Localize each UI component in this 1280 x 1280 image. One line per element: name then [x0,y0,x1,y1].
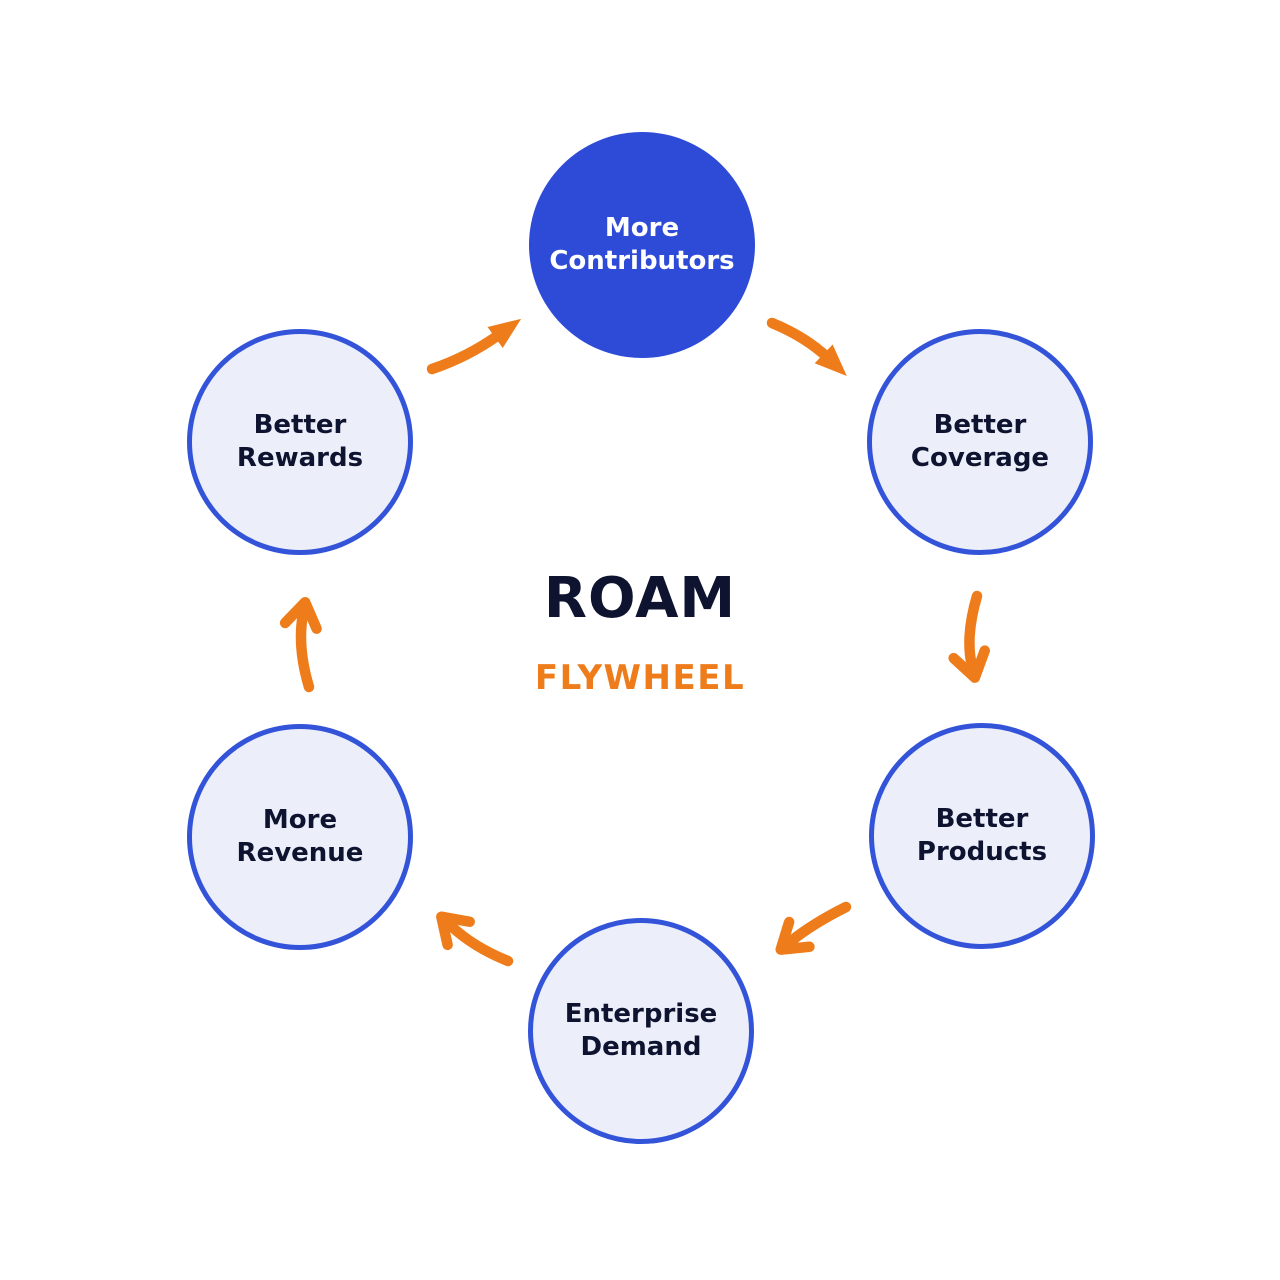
node-label-line: Revenue [236,838,364,868]
node-better-rewards: Better Rewards [187,329,413,555]
node-more-contributors: More Contributors [529,132,755,358]
arrow-rewards-to-contributors [426,318,522,375]
arrow-revenue-to-rewards [279,596,322,693]
arrow-products-to-demand [775,901,852,955]
node-more-revenue: More Revenue [187,724,413,950]
diagram-subtitle: FLYWHEEL [534,658,746,698]
diagram-title: ROAM [543,566,737,631]
node-better-coverage: Better Coverage [867,329,1093,555]
arrow-demand-to-revenue [436,911,514,967]
node-label-line: Better [933,409,1027,440]
node-label-line: Better [253,409,347,440]
arrow-coverage-to-products [948,590,990,683]
node-label-line: Better [935,803,1029,834]
node-label-line: More [262,804,338,835]
node-label-line: Enterprise [564,998,718,1029]
node-label-line: Coverage [910,443,1050,473]
arrow-contributors-to-coverage [766,317,847,376]
node-better-products: Better Products [869,723,1095,949]
node-label-line: Demand [580,1032,702,1062]
node-enterprise-demand: Enterprise Demand [528,918,754,1144]
node-label-line: Contributors [549,246,735,276]
node-label-line: Products [916,837,1048,867]
node-label-line: More [604,212,680,243]
node-label-line: Rewards [236,443,364,473]
